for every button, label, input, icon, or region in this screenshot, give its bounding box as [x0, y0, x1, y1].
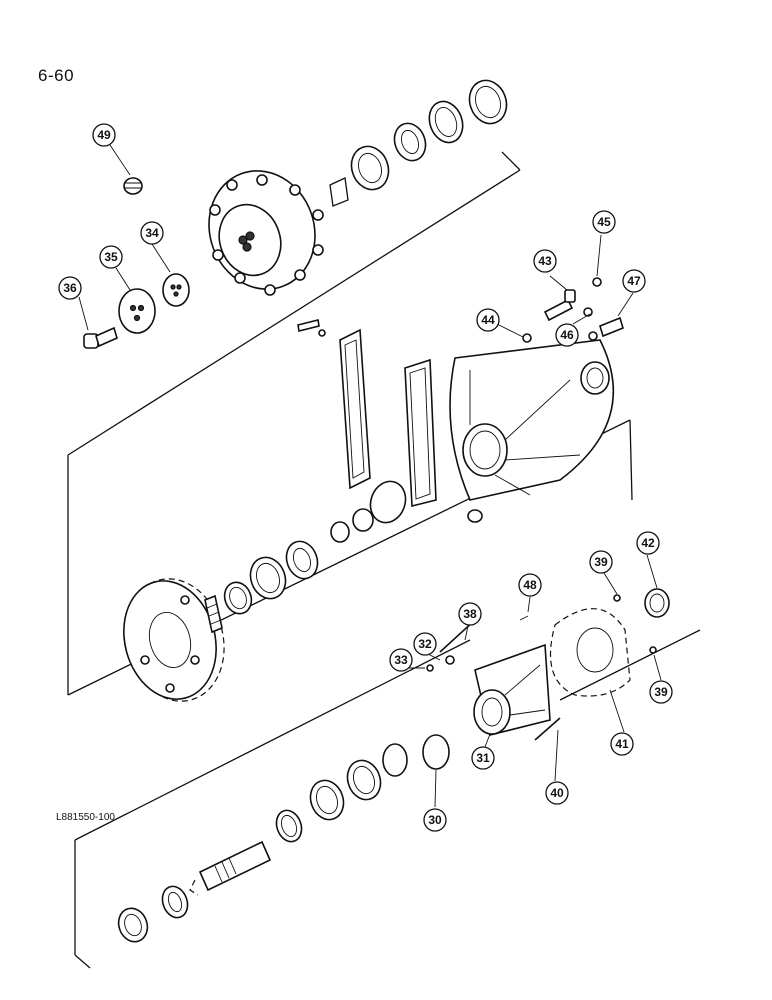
callout-label: 43: [538, 254, 552, 268]
drawing-reference: L881550-100: [56, 812, 115, 823]
callout-label: 38: [463, 607, 477, 621]
planet-carrier: [473, 643, 551, 736]
callout-label: 31: [476, 751, 490, 765]
callout-31: 31: [471, 746, 495, 770]
cover-screws: [297, 319, 326, 337]
wheel-hub: [208, 170, 349, 296]
callout-label: 32: [418, 637, 432, 651]
hub-cap-plate: [118, 288, 156, 334]
hub-bolt: [83, 326, 118, 349]
callout-46: 46: [555, 323, 579, 347]
wheel-nut: [123, 177, 143, 195]
ring-gear: [123, 578, 225, 702]
callout-39: 39: [589, 550, 613, 574]
callout-48: 48: [518, 573, 542, 597]
callout-markers: 49 34 35 36 45 43 47 44 46 39 42 48 38 32 33 31 41 39 40 30: [58, 123, 673, 832]
callout-label: 49: [97, 128, 111, 142]
axle-housing: [449, 339, 615, 501]
callout-label: 36: [63, 281, 77, 295]
housing-plug: [467, 509, 483, 523]
final-drive-cover: [549, 608, 631, 697]
callout-40: 40: [545, 781, 569, 805]
carrier-shim-and-ring: [382, 734, 450, 777]
callout-30: 30: [423, 808, 447, 832]
callout-label: 47: [627, 274, 641, 288]
page-number: 6-60: [38, 66, 75, 85]
callout-32: 32: [413, 632, 437, 656]
callout-label: 44: [481, 313, 495, 327]
callout-label: 46: [560, 328, 574, 342]
callout-label: 30: [428, 813, 442, 827]
callout-38: 38: [458, 602, 482, 626]
callout-43: 43: [533, 249, 557, 273]
callout-label: 41: [615, 737, 629, 751]
callout-44: 44: [476, 308, 500, 332]
callout-label: 39: [654, 685, 668, 699]
callout-36: 36: [58, 276, 82, 300]
callout-34: 34: [140, 221, 164, 245]
callout-leaders: [78, 144, 662, 808]
callout-42: 42: [636, 531, 660, 555]
callout-label: 48: [523, 578, 537, 592]
middle-nut-and-washer: [330, 508, 374, 543]
shaft-seal: [117, 907, 149, 943]
callout-33: 33: [389, 648, 413, 672]
cover-gasket: [339, 328, 371, 490]
callout-label: 33: [394, 653, 408, 667]
callout-35: 35: [99, 245, 123, 269]
housing-bushing: [580, 361, 610, 395]
callout-label: 35: [104, 250, 118, 264]
axle-shaft: [189, 840, 272, 896]
housing-gasket: [404, 358, 437, 508]
snap-ring: [369, 480, 407, 524]
hub-cap: [162, 273, 190, 307]
callout-label: 40: [550, 786, 564, 800]
callout-49: 49: [92, 123, 116, 147]
upper-panel-outline: [67, 151, 521, 456]
callout-39: 39: [649, 680, 673, 704]
hub-bearings-and-races: [350, 79, 508, 191]
callout-label: 42: [641, 536, 655, 550]
lower-bearings: [275, 759, 382, 843]
callout-label: 39: [594, 555, 608, 569]
shaft-bearing: [161, 885, 189, 919]
callout-45: 45: [592, 210, 616, 234]
cover-seal: [644, 588, 670, 618]
upper-small-hardware: [522, 277, 624, 343]
callout-47: 47: [622, 269, 646, 293]
callout-label: 45: [597, 215, 611, 229]
middle-bearings: [223, 540, 319, 615]
callout-label: 34: [145, 226, 159, 240]
lower-small-hardware: [426, 594, 657, 741]
callout-41: 41: [610, 732, 634, 756]
lower-panel-outline: [74, 629, 701, 969]
